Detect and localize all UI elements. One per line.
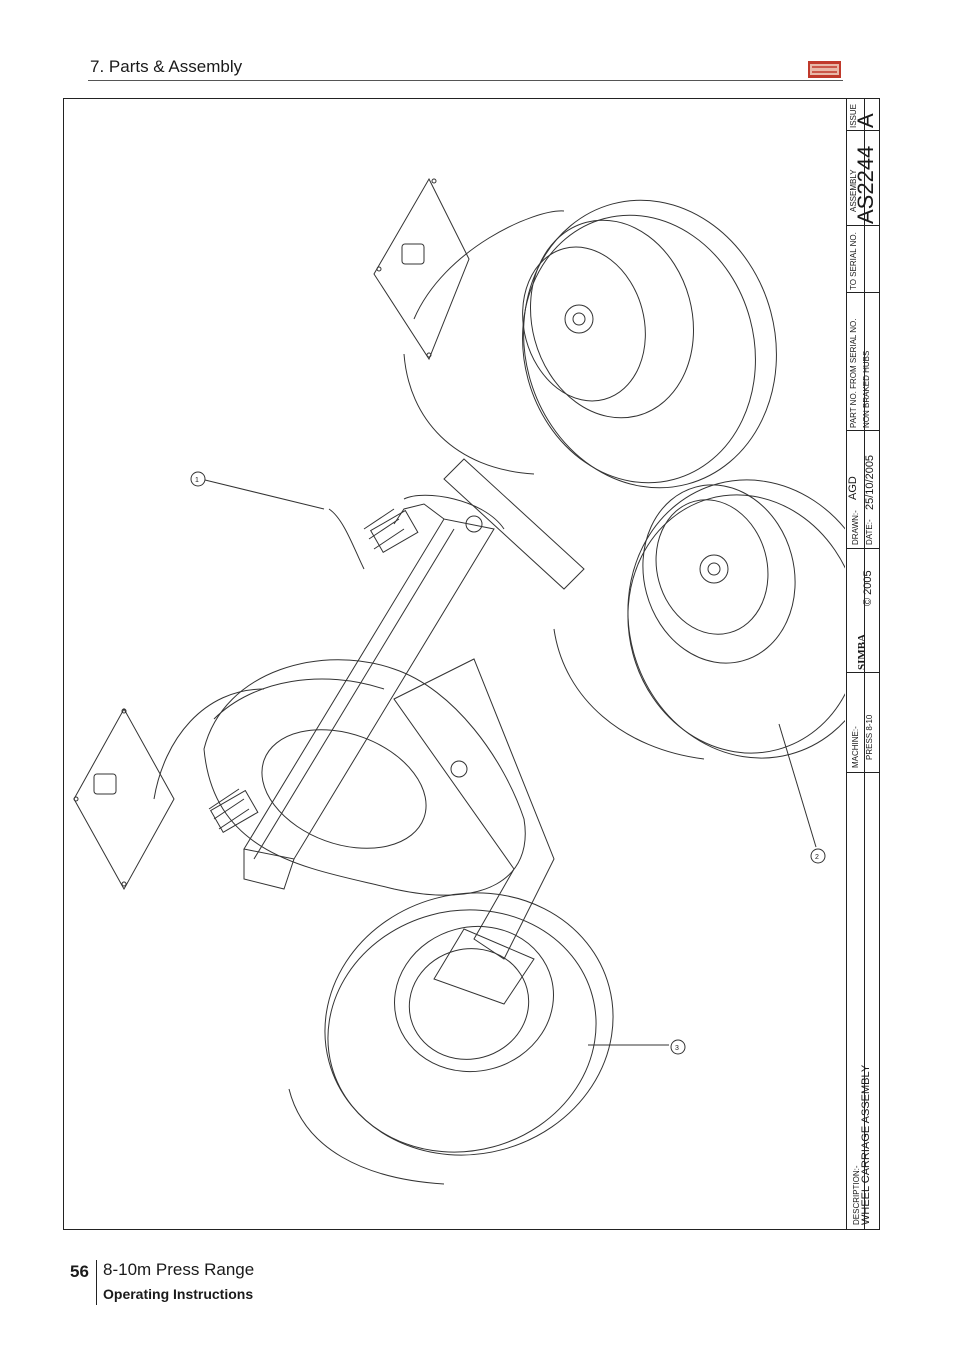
wheel-carriage-drawing: 1 2 3	[73, 177, 845, 1185]
wheel-top-right	[403, 199, 777, 489]
to-serial-label: TO SERIAL NO.	[849, 232, 858, 290]
simba-brand: SIMBA	[856, 633, 868, 670]
callout-1-label: 1	[195, 477, 199, 484]
machine-value: PRESS 8-10	[865, 714, 874, 760]
callout-2	[810, 848, 826, 864]
hydraulic-cylinder-bottom	[208, 788, 259, 833]
simba-logo-icon	[808, 61, 841, 78]
hydraulic-cylinder-top	[363, 508, 419, 553]
description-value: WHEEL CARRIAGE ASSEMBLY	[860, 1064, 872, 1225]
drawing-frame	[63, 98, 880, 1230]
callout-1	[190, 471, 206, 487]
wheel-middle-right	[553, 479, 845, 760]
issue-value: A	[853, 113, 878, 128]
copyright: © 2005	[862, 570, 874, 606]
product-title: 8-10m Press Range	[103, 1260, 255, 1279]
callout-3	[670, 1039, 686, 1055]
light-board-top	[373, 177, 470, 361]
wheel-middle-left	[203, 659, 526, 896]
callout-3-label: 3	[675, 1045, 679, 1052]
main-beam	[243, 494, 505, 890]
header-rule	[88, 80, 843, 81]
section-title: 7. Parts & Assembly	[90, 57, 243, 76]
assembly-number: AS2244	[853, 145, 878, 224]
date-label: DATE:-	[865, 519, 874, 545]
title-block	[846, 98, 880, 1230]
document-type: Operating Instructions	[103, 1286, 254, 1302]
wheel-bottom	[288, 892, 614, 1185]
from-serial-label: PART NO. FROM SERIAL NO.	[849, 318, 858, 429]
hose-top	[328, 508, 365, 570]
date-value: 25/10/2005	[864, 454, 876, 510]
callout-2-label: 2	[815, 854, 819, 861]
cross-axle	[393, 458, 585, 1005]
grease-nipple	[450, 760, 468, 778]
drawn-value: AGD	[847, 476, 859, 500]
light-board-left	[73, 707, 175, 891]
hose-left	[153, 688, 265, 800]
drawn-label: DRAWN:-	[851, 510, 860, 545]
page-number: 56	[70, 1262, 89, 1281]
footer-divider	[96, 1260, 97, 1305]
machine-label: MACHINE:-	[851, 726, 860, 768]
part-description: NON BRAKED HUBS	[862, 350, 871, 428]
